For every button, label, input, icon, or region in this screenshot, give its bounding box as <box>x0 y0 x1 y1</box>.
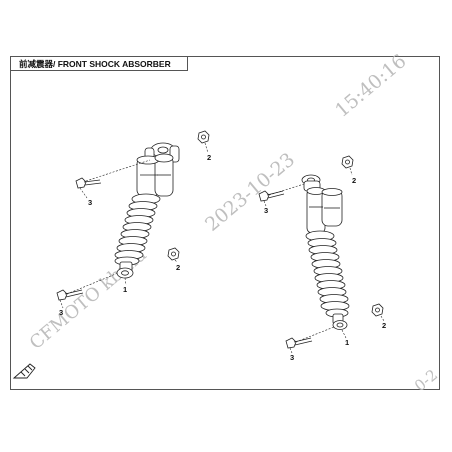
callout-right-bottom-bolt: 3 <box>290 353 294 362</box>
right-spring <box>307 238 350 311</box>
left-leaders <box>59 142 209 309</box>
left-shock-absorber <box>114 142 180 279</box>
callout-left-top-nut: 2 <box>207 153 211 162</box>
page-title: 前减震器/ FRONT SHOCK ABSORBER <box>10 56 188 71</box>
callout-left-bottom-nut: 2 <box>176 263 180 272</box>
right-bottom-bolt <box>285 337 313 349</box>
right-top-bolt <box>258 190 285 202</box>
right-top-nut <box>341 155 354 169</box>
callout-left-body: 1 <box>123 285 127 294</box>
callout-right-top-bolt: 3 <box>264 206 268 215</box>
callout-right-bottom-nut: 2 <box>382 321 386 330</box>
left-spring <box>114 201 158 260</box>
callout-left-bottom-bolt: 3 <box>59 308 63 317</box>
left-bottom-nut <box>167 247 180 261</box>
front-direction-arrow-icon <box>12 363 36 379</box>
callout-right-top-nut: 2 <box>352 176 356 185</box>
right-leaders <box>263 167 385 354</box>
watermark-edge: 0-2 <box>411 366 441 395</box>
watermark-date: 2023-10-23 <box>201 149 299 236</box>
right-shock-absorber <box>301 174 350 330</box>
left-top-nut <box>197 130 210 144</box>
callout-right-body: 1 <box>345 338 349 347</box>
watermark: 2023-10-23 15:40:16 CFMOTO kbzxd 0-2 <box>26 50 441 395</box>
watermark-time: 15:40:16 <box>331 50 411 122</box>
left-top-bolt <box>75 177 102 189</box>
right-bottom-nut <box>371 303 384 317</box>
callout-left-top-bolt: 3 <box>88 198 92 207</box>
diagram-frame <box>10 56 440 390</box>
